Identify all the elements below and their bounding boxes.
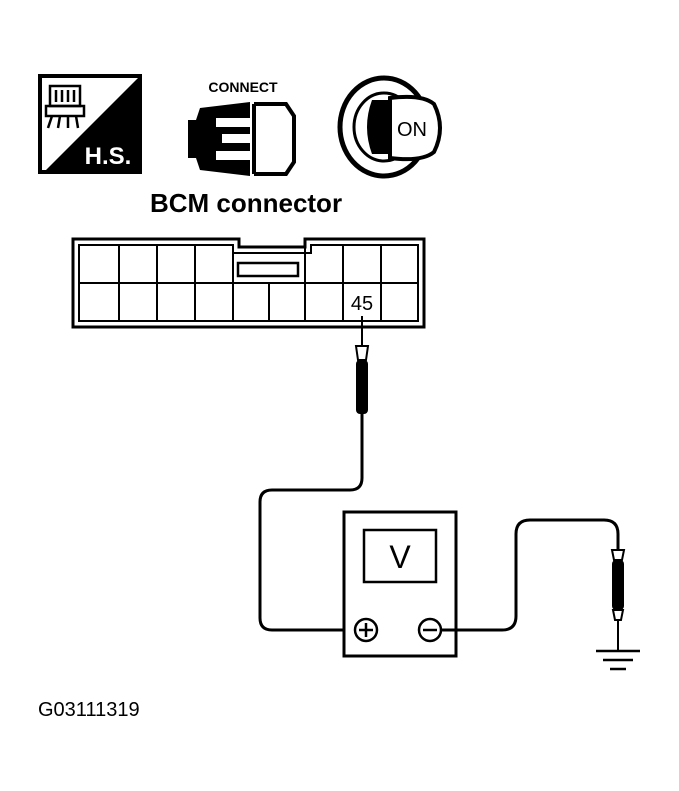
connect-icon: CONNECT <box>188 79 296 176</box>
harness-service-label: H.S. <box>85 143 132 170</box>
ignition-on-icon: ON <box>337 75 442 179</box>
connect-label: CONNECT <box>208 79 278 95</box>
figure-id: G03111319 <box>38 699 140 721</box>
harness-connector-icon <box>44 84 86 129</box>
connector-title: BCM connector <box>150 188 342 218</box>
negative-terminal <box>417 617 443 643</box>
terminal-label: 45 <box>351 293 373 315</box>
positive-lead-wire <box>258 414 364 632</box>
harness-service-icon: H.S. <box>38 74 142 174</box>
ground-symbol-icon <box>596 649 640 671</box>
voltmeter: V <box>342 510 458 658</box>
ignition-on-label: ON <box>397 119 427 141</box>
bcm-connector <box>71 237 426 329</box>
ground-probe <box>610 549 626 650</box>
voltmeter-display <box>362 528 438 584</box>
voltmeter-display-label: V <box>389 539 411 575</box>
negative-lead-wire <box>441 518 620 632</box>
positive-probe <box>354 316 370 414</box>
positive-terminal <box>353 617 379 643</box>
